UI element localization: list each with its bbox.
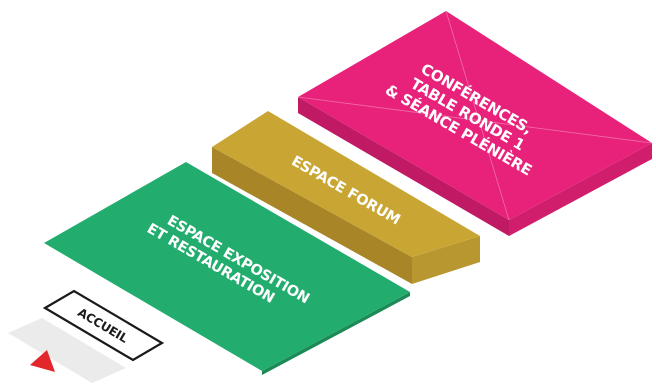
forum-side-left (212, 147, 412, 284)
conferences-diagonal-2 (297, 96, 653, 144)
forum-side-right (412, 236, 480, 284)
arrow-up-icon (30, 350, 55, 372)
accueil-floor (8, 318, 126, 383)
forum-top (212, 111, 480, 257)
conferences-side-right (509, 143, 652, 236)
exposition-floor (44, 162, 410, 371)
accueil-sign-box (42, 289, 165, 362)
conferences-side-left (298, 97, 509, 236)
conferences-diagonal-1 (445, 10, 510, 221)
zone-exposition[interactable]: ESPACE EXPOSITION ET RESTAURATION (44, 162, 410, 375)
conferences-top (298, 11, 652, 220)
exposition-side (262, 292, 410, 375)
zone-forum[interactable]: ESPACE FORUM (212, 111, 480, 284)
zone-conferences[interactable]: CONFÉRENCES, TABLE RONDE 1 & SÉANCE PLÉN… (297, 10, 653, 236)
